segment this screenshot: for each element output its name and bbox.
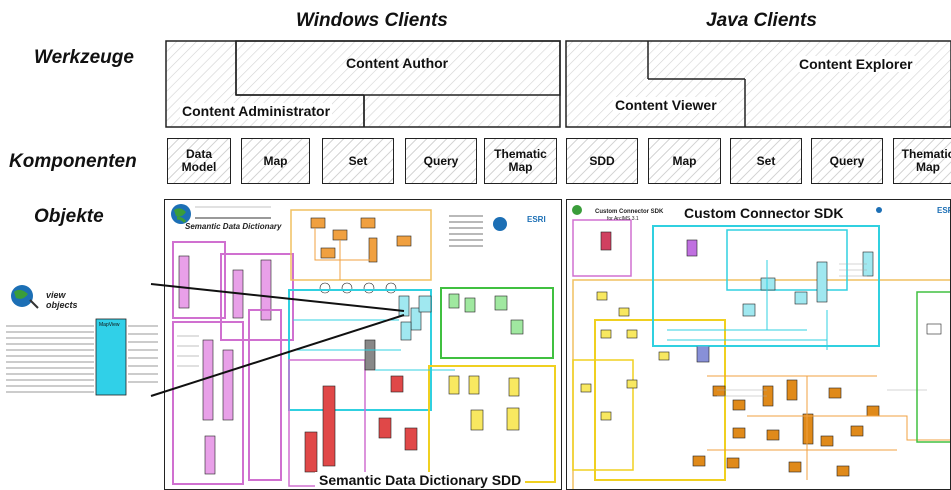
ccsdk-small-title: Custom Connector SDK [595, 209, 664, 215]
globe-icon [171, 204, 191, 224]
ccsdk-poster-title: Custom Connector SDK [681, 205, 847, 221]
sdd-poster: ESRI [164, 199, 562, 490]
sdd-caption: Semantic Data Dictionary SDD [315, 472, 526, 488]
content-explorer-label: Content Explorer [797, 56, 915, 72]
ccsdk-poster: ESRI [566, 199, 951, 490]
view-objects-callout: view objects MapView [0, 284, 158, 396]
view-objects-label-2: objects [46, 300, 78, 310]
component-sdd: SDD [566, 138, 638, 184]
svg-text:ESRI: ESRI [527, 215, 546, 224]
component-query-windows: Query [405, 138, 477, 184]
view-objects-label-1: view [46, 290, 66, 300]
view-objects-graphic [6, 285, 158, 396]
content-viewer-label: Content Viewer [613, 97, 719, 113]
komponenten-label: Komponenten [9, 151, 137, 172]
component-map-java: Map [648, 138, 721, 184]
component-set-windows: Set [322, 138, 394, 184]
java-clients-heading: Java Clients [706, 10, 817, 31]
component-set-java: Set [730, 138, 802, 184]
werkzeuge-label: Werkzeuge [34, 47, 134, 68]
java-tools-frame [565, 40, 951, 128]
mapview-box-label: MapView [99, 322, 120, 328]
component-query-java: Query [811, 138, 883, 184]
content-administrator-label: Content Administrator [180, 103, 333, 119]
objekte-label: Objekte [34, 206, 104, 227]
windows-clients-heading: Windows Clients [296, 10, 448, 31]
globe-icon [11, 285, 39, 309]
sdd-poster-title: Semantic Data Dictionary [185, 222, 282, 231]
globe-icon [572, 205, 582, 215]
content-author-label: Content Author [346, 55, 449, 71]
ccsdk-small-subtitle: for ArcIMS 3.1 [607, 216, 639, 222]
svg-text:ESRI: ESRI [937, 206, 951, 215]
ccsdk-poster-graphic: ESRI [572, 205, 951, 489]
component-map-windows: Map [241, 138, 310, 184]
sdd-poster-graphic: ESRI [171, 204, 556, 487]
esri-logo-icon [876, 207, 882, 213]
esri-logo-icon [493, 217, 507, 231]
